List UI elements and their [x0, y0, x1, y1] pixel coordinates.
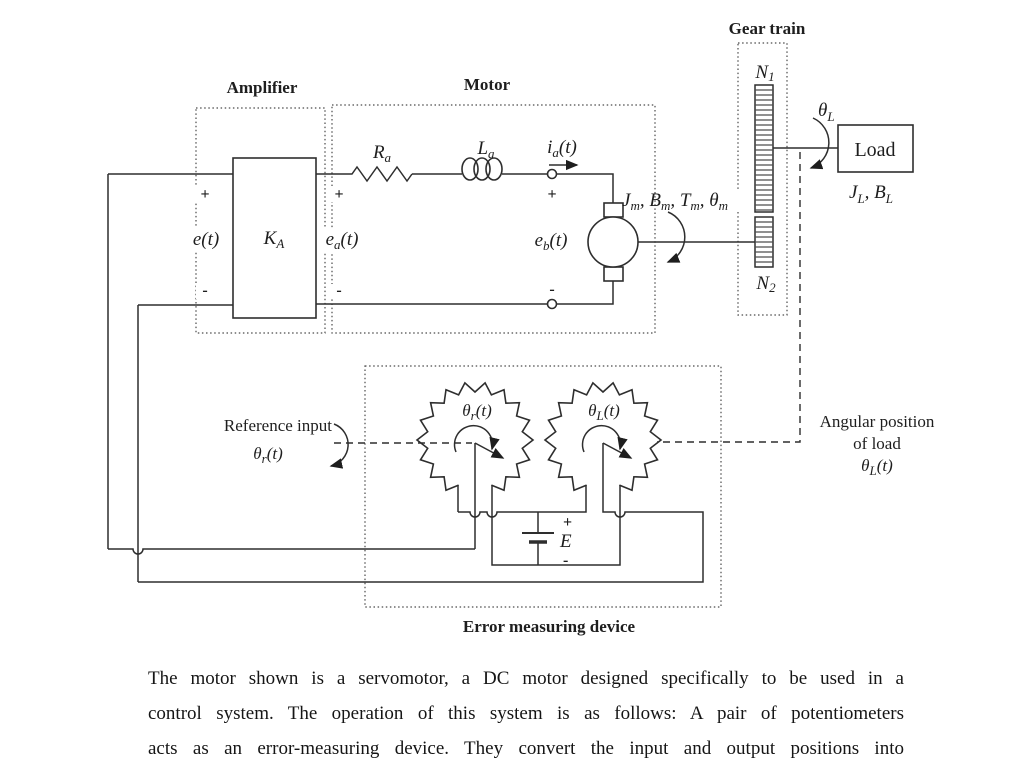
section-boxes [195, 42, 788, 608]
resistance-label: Ra [372, 142, 392, 165]
error-device-dotted-box [364, 365, 722, 608]
reference-rotation-arrow [329, 423, 349, 469]
resistor-zigzag [347, 165, 413, 183]
current-label: ia(t) [547, 137, 577, 160]
gear-rack-n1 [754, 84, 774, 213]
dashed-links [334, 152, 801, 444]
gain-block [232, 157, 317, 319]
motor-title: Motor [464, 75, 511, 94]
motor-brush-top [603, 202, 624, 218]
motor-body [587, 216, 639, 268]
gear-rack-n2 [754, 216, 774, 268]
motor-params-label: Jm, Bm, Tm, θm [622, 190, 728, 213]
gear-n1-label: N1 [754, 62, 774, 84]
wire-left-wiper-return [108, 548, 475, 555]
circuit-diagram: Amplifier Motor Gear train Error measuri… [107, 19, 935, 636]
motor-rotation-arrow [666, 211, 686, 263]
wire-motor-to-terminal-bottom [556, 281, 614, 305]
pot-right-ring [543, 381, 663, 492]
gain-label: KA [263, 228, 285, 251]
angular-position-theta: θL(t) [861, 456, 893, 478]
components [232, 84, 914, 544]
terminal-top [546, 168, 558, 180]
pot-left-wiper-arrow [474, 442, 505, 459]
pot-right-rotation-arrow [581, 424, 628, 453]
wires [107, 147, 838, 583]
gear-n2-label: N2 [755, 273, 776, 295]
emf-minus: - [549, 281, 554, 298]
load-rotation-arrow [809, 117, 830, 170]
paragraph-line-2: control system. The operation of this sy… [148, 703, 904, 724]
back-emf-label: eb(t) [535, 230, 568, 253]
load-theta-label: θL [818, 100, 835, 124]
arrows [329, 117, 830, 469]
paragraph-line-1: The motor shown is a servomotor, a DC mo… [148, 668, 904, 689]
amplifier-title: Amplifier [227, 78, 298, 97]
reference-input-label: Reference input [224, 416, 332, 435]
pot-right-wiper-arrow [602, 442, 633, 459]
load-params-label: JL, BL [849, 182, 893, 206]
amp-out-plus: + [334, 186, 343, 203]
error-voltage-label: e(t) [193, 229, 219, 250]
reference-theta-label: θr(t) [253, 444, 283, 466]
inductor-loop-3 [485, 157, 503, 181]
pot-right-label: θL(t) [588, 401, 620, 423]
gear-train-title: Gear train [729, 19, 806, 38]
amp-in-minus: - [202, 282, 207, 299]
load-position-dashed-link [657, 152, 801, 443]
labels: Amplifier Motor Gear train Error measuri… [193, 19, 935, 636]
angular-position-line1: Angular position [820, 412, 935, 431]
pot-left-rotation-arrow [453, 424, 500, 453]
wire-battery-bottom-bus [491, 485, 621, 566]
load-title: Load [854, 139, 895, 161]
label-backgrounds [188, 186, 747, 299]
motor-brush-bottom [603, 266, 624, 282]
wire-terminal-to-motor-top [556, 173, 614, 203]
pot-left-label: θr(t) [462, 401, 492, 423]
wire-battery-top-bus [458, 485, 587, 518]
inductor-loop-1 [461, 157, 479, 181]
battery-minus: - [563, 552, 568, 569]
amp-in-plus: + [200, 186, 209, 203]
inductor-loop-2 [473, 157, 491, 181]
armature-voltage-label: ea(t) [326, 229, 359, 252]
paragraph-line-3: acts as an error-measuring device. They … [148, 738, 904, 759]
amplifier-dotted-box [195, 107, 326, 334]
angular-position-line2: of load [853, 434, 901, 453]
wire-right-wiper-return [138, 443, 704, 583]
gear-train-dotted-box [737, 42, 788, 316]
amp-out-minus: - [336, 282, 341, 299]
battery-plus: + [563, 514, 572, 531]
pot-left-ring [415, 381, 535, 492]
error-device-title: Error measuring device [463, 617, 636, 636]
inductance-label: La [476, 138, 495, 161]
body-paragraph: The motor shown is a servomotor, a DC mo… [148, 661, 904, 766]
emf-plus: + [547, 186, 556, 203]
load-block [837, 124, 914, 173]
terminal-bottom [546, 298, 558, 310]
battery-label: E [559, 531, 572, 552]
